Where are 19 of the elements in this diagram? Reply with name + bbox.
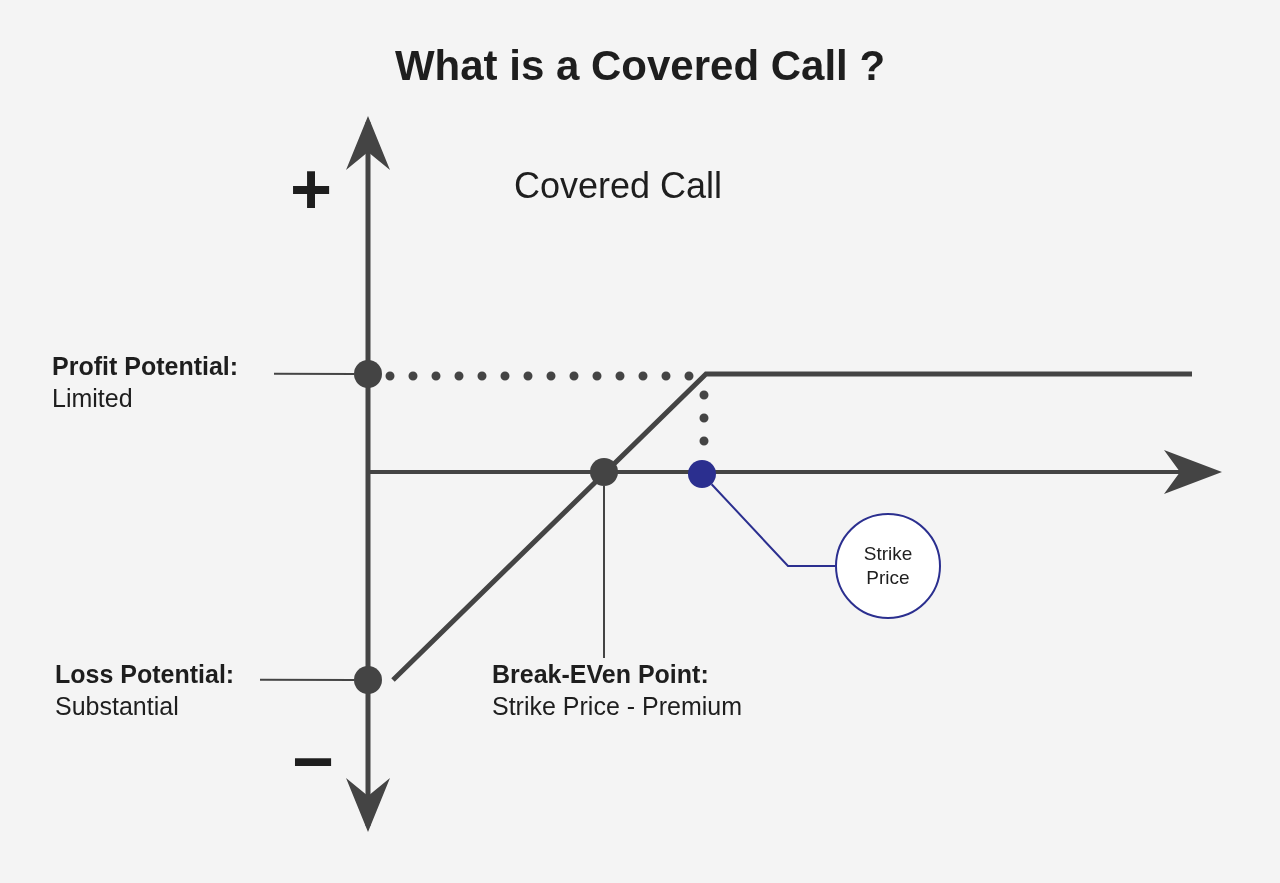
diagram-title: What is a Covered Call ? — [393, 41, 887, 91]
leader-line — [603, 485, 605, 659]
annotation-heading: Break-EVen Point: — [492, 659, 710, 690]
point-marker — [354, 666, 382, 694]
point-marker — [688, 460, 716, 488]
annotation-text: Strike Price - Premium — [492, 691, 744, 722]
callout-text: Strike Price — [862, 542, 914, 590]
annotation-text: Substantial — [55, 691, 180, 722]
point-marker — [354, 360, 382, 388]
minus-sign: − — [292, 722, 335, 802]
plus-sign: + — [290, 150, 333, 230]
leader-line — [710, 483, 836, 567]
leader-line — [273, 372, 355, 375]
chart-title: Covered Call — [514, 166, 723, 206]
point-marker — [590, 458, 618, 486]
annotation-heading: Profit Potential: — [52, 351, 240, 382]
leader-line — [259, 678, 355, 681]
annotation-heading: Loss Potential: — [55, 659, 236, 690]
annotation-text: Limited — [52, 383, 134, 414]
